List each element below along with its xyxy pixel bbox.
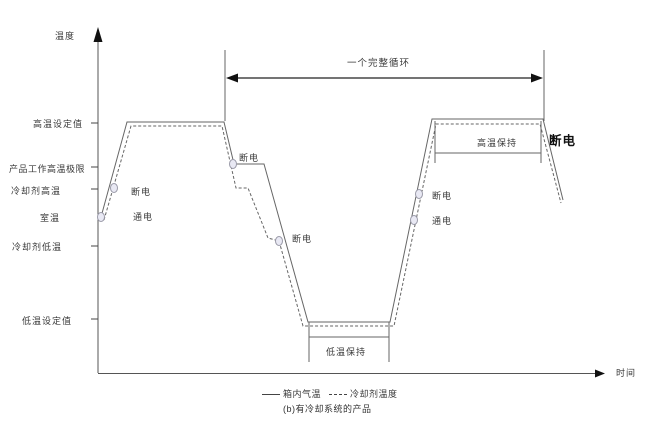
level-label-coolant-low: 冷却剂低温 (12, 242, 63, 252)
legend-solid-line-icon (262, 393, 280, 395)
event-marker (275, 236, 283, 246)
x-axis-title: 时间 (616, 368, 637, 378)
power-on-annotation-2: 通电 (432, 216, 453, 226)
cycle-annotation: 一个完整循环 (347, 58, 411, 69)
power-off-annotation-bold: 断电 (549, 134, 577, 148)
power-off-annotation-3: 断电 (292, 234, 313, 244)
plot-series-group (91, 118, 564, 327)
cycle-arrow-right-icon (531, 73, 543, 83)
power-on-annotation-1: 通电 (133, 212, 154, 222)
power-off-annotation-4: 断电 (432, 191, 453, 201)
y-axis-arrow-icon (93, 27, 103, 42)
high-hold-annotation: 高温保持 (477, 138, 518, 148)
series-coolant (103, 123, 562, 327)
event-marker (410, 215, 418, 225)
legend-solid-label: 箱内气温 (283, 389, 322, 399)
low-hold-annotation: 低温保持 (326, 347, 367, 357)
x-axis-arrow-icon (595, 369, 605, 378)
power-off-annotation-2: 断电 (239, 153, 260, 163)
cycle-arrow-left-icon (226, 73, 238, 83)
event-marker (415, 189, 423, 199)
series-chamber-air (100, 118, 564, 323)
event-marker (97, 212, 105, 222)
legend: 箱内气温 冷却剂温度 (262, 387, 398, 400)
level-label-room-temp: 室温 (40, 213, 61, 223)
legend-dashed-line-icon (329, 393, 348, 395)
y-axis-title: 温度 (55, 31, 76, 41)
level-label-coolant-high: 冷却剂高温 (11, 186, 62, 196)
level-label-low-setpoint: 低温设定值 (22, 316, 73, 326)
event-marker (110, 183, 118, 193)
level-label-product-high-limit: 产品工作高温极限 (9, 164, 86, 174)
level-label-high-setpoint: 高温设定值 (33, 119, 84, 129)
legend-dashed-label: 冷却剂温度 (350, 389, 398, 399)
figure-caption: (b)有冷却系统的产品 (283, 404, 372, 414)
power-off-annotation-1: 断电 (131, 187, 152, 197)
event-marker (229, 159, 237, 169)
